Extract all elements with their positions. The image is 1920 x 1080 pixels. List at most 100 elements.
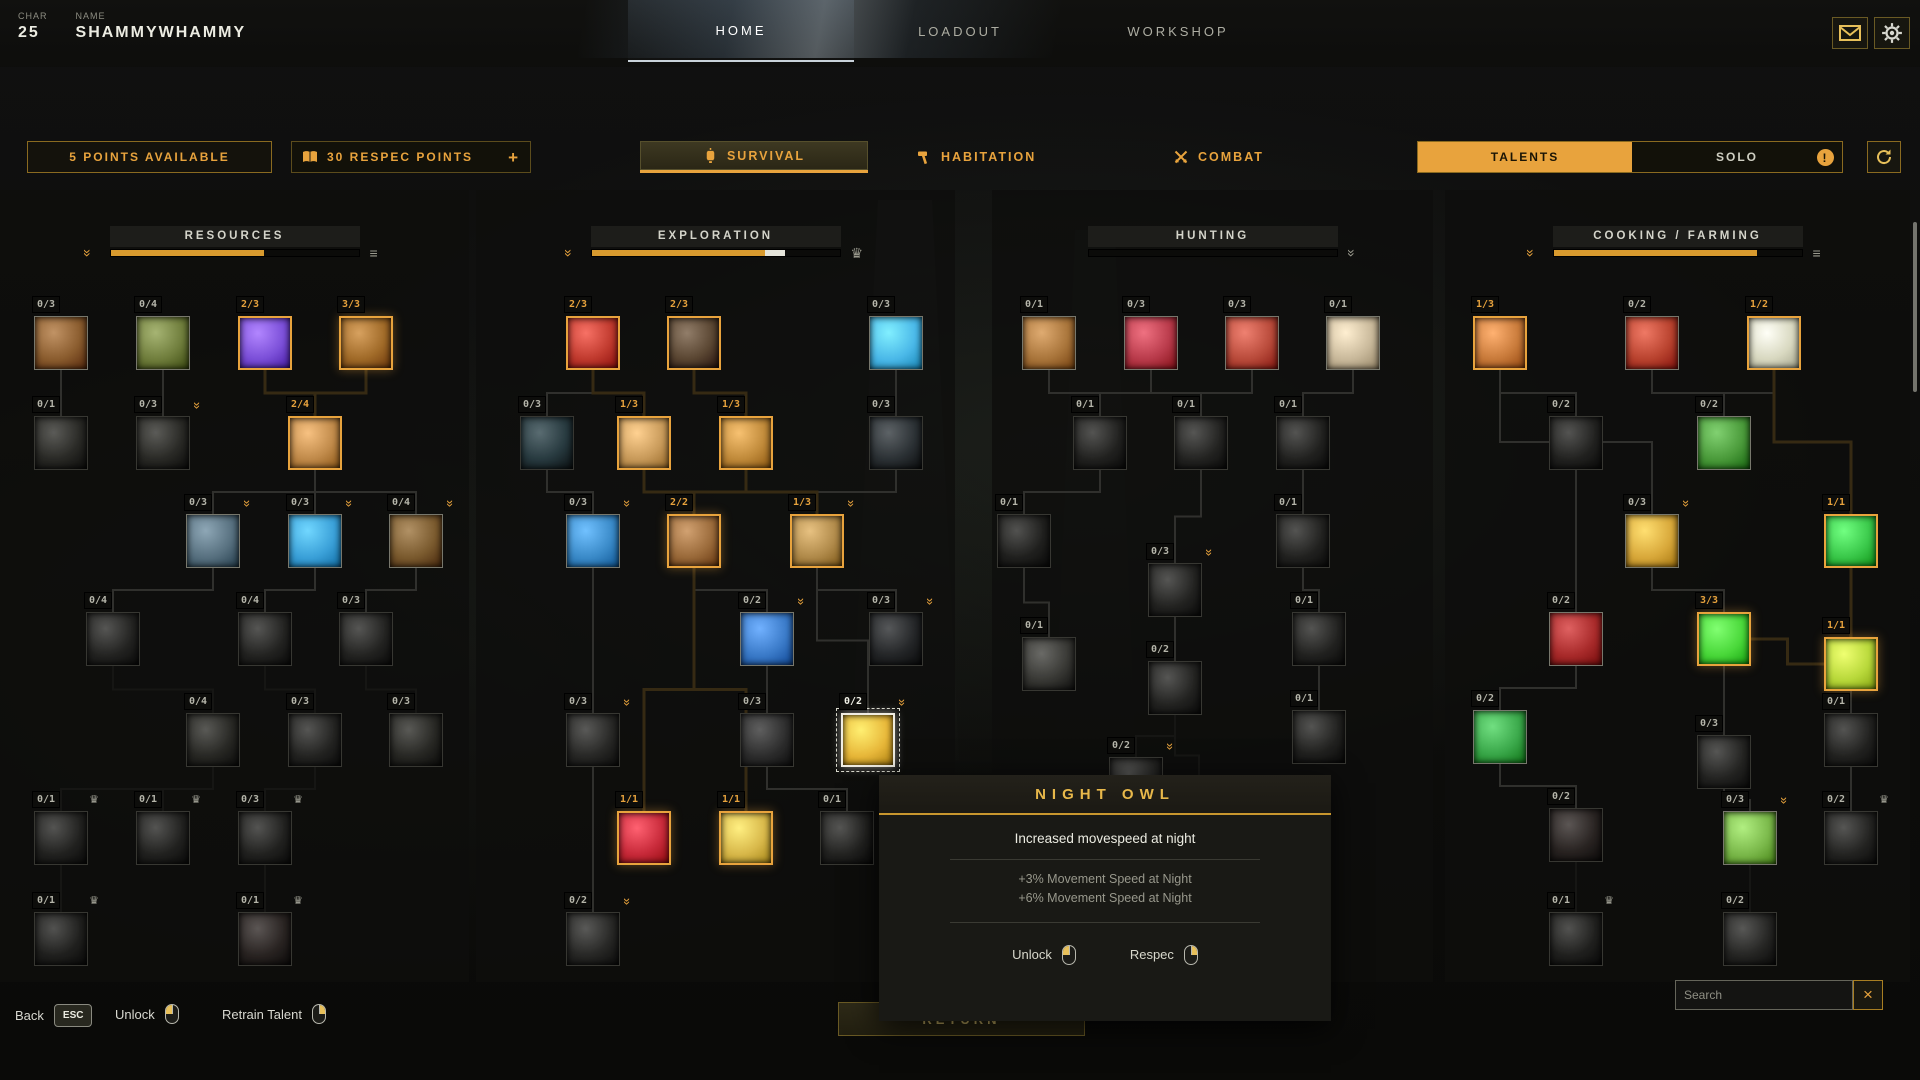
talent-node-cooking-farming-12[interactable]: 0/1 bbox=[1822, 693, 1878, 767]
talent-node-resources-12[interactable]: 0/3 bbox=[337, 592, 393, 666]
talent-icon bbox=[740, 612, 794, 666]
talent-node-hunting-6[interactable]: 0/1 bbox=[1274, 396, 1330, 470]
talent-node-cooking-farming-6[interactable]: 1/1 bbox=[1822, 494, 1878, 568]
tab-loadout[interactable]: LOADOUT bbox=[918, 23, 1002, 39]
talent-node-exploration-17[interactable]: 0/1 bbox=[818, 791, 874, 865]
talent-node-resources-18[interactable]: 0/3♛ bbox=[236, 791, 303, 865]
talent-node-cooking-farming-0[interactable]: 1/3 bbox=[1471, 296, 1527, 370]
talent-node-resources-13[interactable]: 0/4 bbox=[184, 693, 240, 767]
talent-node-exploration-5[interactable]: 1/3 bbox=[717, 396, 773, 470]
tree-rank-up-icon: » bbox=[1522, 249, 1539, 257]
talent-node-cooking-farming-3[interactable]: 0/2 bbox=[1547, 396, 1603, 470]
respec-action[interactable]: Respec bbox=[1130, 944, 1198, 965]
talent-node-exploration-12[interactable]: 0/3» bbox=[564, 693, 635, 767]
mode-talents[interactable]: TALENTS bbox=[1418, 142, 1632, 172]
talent-node-cooking-farming-2[interactable]: 1/2 bbox=[1745, 296, 1801, 370]
talent-node-resources-15[interactable]: 0/3 bbox=[387, 693, 443, 767]
talent-node-hunting-11[interactable]: 0/1 bbox=[1290, 592, 1346, 666]
talent-node-hunting-12[interactable]: 0/2 bbox=[1146, 641, 1202, 715]
talent-node-resources-11[interactable]: 0/4 bbox=[236, 592, 292, 666]
talent-node-cooking-farming-15[interactable]: 0/2♛ bbox=[1822, 791, 1889, 865]
tier-chevron-icon: » bbox=[442, 499, 458, 508]
talent-node-exploration-3[interactable]: 0/3 bbox=[518, 396, 574, 470]
talent-icon bbox=[34, 316, 88, 370]
talent-node-resources-10[interactable]: 0/4 bbox=[84, 592, 140, 666]
talent-node-resources-20[interactable]: 0/1♛ bbox=[236, 892, 303, 966]
talent-node-hunting-9[interactable]: 0/3» bbox=[1146, 543, 1217, 617]
talent-node-resources-6[interactable]: 2/4 bbox=[286, 396, 342, 470]
talent-node-resources-14[interactable]: 0/3 bbox=[286, 693, 342, 767]
talent-node-exploration-13[interactable]: 0/3 bbox=[738, 693, 794, 767]
talent-node-hunting-7[interactable]: 0/1 bbox=[995, 494, 1051, 568]
unlock-action[interactable]: Unlock bbox=[1012, 944, 1076, 965]
unlock-hint[interactable]: Unlock bbox=[115, 1004, 179, 1024]
talent-node-resources-2[interactable]: 2/3 bbox=[236, 296, 292, 370]
talent-node-resources-1[interactable]: 0/4 bbox=[134, 296, 190, 370]
talent-node-exploration-14[interactable]: 0/2» bbox=[836, 693, 910, 772]
refresh-button[interactable] bbox=[1867, 141, 1901, 173]
talent-rank-label: 0/3 bbox=[134, 396, 163, 413]
talent-node-exploration-8[interactable]: 2/2 bbox=[665, 494, 721, 568]
talent-node-cooking-farming-7[interactable]: 0/2 bbox=[1547, 592, 1603, 666]
talent-node-exploration-16[interactable]: 1/1 bbox=[717, 791, 773, 865]
talent-node-exploration-7[interactable]: 0/3» bbox=[564, 494, 635, 568]
talent-node-hunting-4[interactable]: 0/1 bbox=[1071, 396, 1127, 470]
category-tab-habitation[interactable]: HABITATION bbox=[916, 141, 1076, 173]
talent-node-resources-9[interactable]: 0/4» bbox=[387, 494, 458, 568]
talent-node-exploration-15[interactable]: 1/1 bbox=[615, 791, 671, 865]
talent-node-hunting-0[interactable]: 0/1 bbox=[1020, 296, 1076, 370]
tab-workshop[interactable]: WORKSHOP bbox=[1127, 23, 1229, 39]
talent-node-hunting-1[interactable]: 0/3 bbox=[1122, 296, 1178, 370]
talent-node-cooking-farming-8[interactable]: 3/3 bbox=[1695, 592, 1751, 666]
talent-node-hunting-5[interactable]: 0/1 bbox=[1172, 396, 1228, 470]
category-tab-survival[interactable]: SURVIVAL bbox=[640, 141, 868, 173]
talent-node-cooking-farming-14[interactable]: 0/3» bbox=[1721, 791, 1792, 865]
talent-node-exploration-9[interactable]: 1/3» bbox=[788, 494, 859, 568]
talent-node-exploration-4[interactable]: 1/3 bbox=[615, 396, 671, 470]
category-tab-combat[interactable]: COMBAT bbox=[1173, 141, 1293, 173]
add-respec-button[interactable]: + bbox=[508, 147, 520, 167]
talent-node-cooking-farming-4[interactable]: 0/2 bbox=[1695, 396, 1751, 470]
talent-node-hunting-2[interactable]: 0/3 bbox=[1223, 296, 1279, 370]
talent-node-resources-4[interactable]: 0/1 bbox=[32, 396, 88, 470]
talent-node-exploration-11[interactable]: 0/3» bbox=[867, 592, 938, 666]
talent-node-cooking-farming-13[interactable]: 0/2 bbox=[1547, 788, 1603, 862]
talent-node-cooking-farming-9[interactable]: 1/1 bbox=[1822, 617, 1878, 691]
talent-node-cooking-farming-17[interactable]: 0/2 bbox=[1721, 892, 1777, 966]
talent-node-cooking-farming-1[interactable]: 0/2 bbox=[1623, 296, 1679, 370]
settings-button[interactable] bbox=[1874, 17, 1910, 49]
scrollbar[interactable] bbox=[1913, 222, 1917, 392]
talent-node-resources-8[interactable]: 0/3» bbox=[286, 494, 357, 568]
back-hint[interactable]: Back ESC bbox=[15, 1004, 93, 1027]
talent-node-exploration-18[interactable]: 0/2» bbox=[564, 892, 635, 966]
back-label: Back bbox=[15, 1008, 44, 1023]
talent-node-resources-3[interactable]: 3/3 bbox=[337, 296, 393, 370]
search-input[interactable] bbox=[1675, 980, 1853, 1010]
talent-node-resources-0[interactable]: 0/3 bbox=[32, 296, 88, 370]
mail-button[interactable] bbox=[1832, 17, 1868, 49]
talent-node-resources-5[interactable]: 0/3» bbox=[134, 396, 205, 470]
talent-node-exploration-2[interactable]: 0/3 bbox=[867, 296, 923, 370]
talent-node-cooking-farming-5[interactable]: 0/3» bbox=[1623, 494, 1694, 568]
talent-node-cooking-farming-16[interactable]: 0/1♛ bbox=[1547, 892, 1614, 966]
talent-node-hunting-8[interactable]: 0/1 bbox=[1274, 494, 1330, 568]
talent-node-resources-19[interactable]: 0/1♛ bbox=[32, 892, 99, 966]
talent-node-cooking-farming-10[interactable]: 0/2 bbox=[1471, 690, 1527, 764]
tab-home[interactable]: HOME bbox=[628, 0, 854, 62]
close-search-button[interactable]: × bbox=[1853, 980, 1883, 1010]
talent-node-hunting-13[interactable]: 0/1 bbox=[1290, 690, 1346, 764]
talent-node-resources-7[interactable]: 0/3» bbox=[184, 494, 255, 568]
talent-node-exploration-10[interactable]: 0/2» bbox=[738, 592, 809, 666]
talent-node-hunting-3[interactable]: 0/1 bbox=[1324, 296, 1380, 370]
talent-node-resources-16[interactable]: 0/1♛ bbox=[32, 791, 99, 865]
talent-node-hunting-10[interactable]: 0/1 bbox=[1020, 617, 1076, 691]
talent-node-exploration-0[interactable]: 2/3 bbox=[564, 296, 620, 370]
retrain-talent-hint[interactable]: Retrain Talent bbox=[222, 1004, 326, 1024]
tier-chevron-icon: » bbox=[843, 499, 859, 508]
talent-node-exploration-6[interactable]: 0/3 bbox=[867, 396, 923, 470]
mode-solo[interactable]: SOLO ! bbox=[1632, 142, 1842, 172]
talent-node-exploration-1[interactable]: 2/3 bbox=[665, 296, 721, 370]
talent-node-resources-17[interactable]: 0/1♛ bbox=[134, 791, 201, 865]
tree-layers-icon: ≡ bbox=[1812, 245, 1821, 261]
talent-node-cooking-farming-11[interactable]: 0/3 bbox=[1695, 715, 1751, 789]
